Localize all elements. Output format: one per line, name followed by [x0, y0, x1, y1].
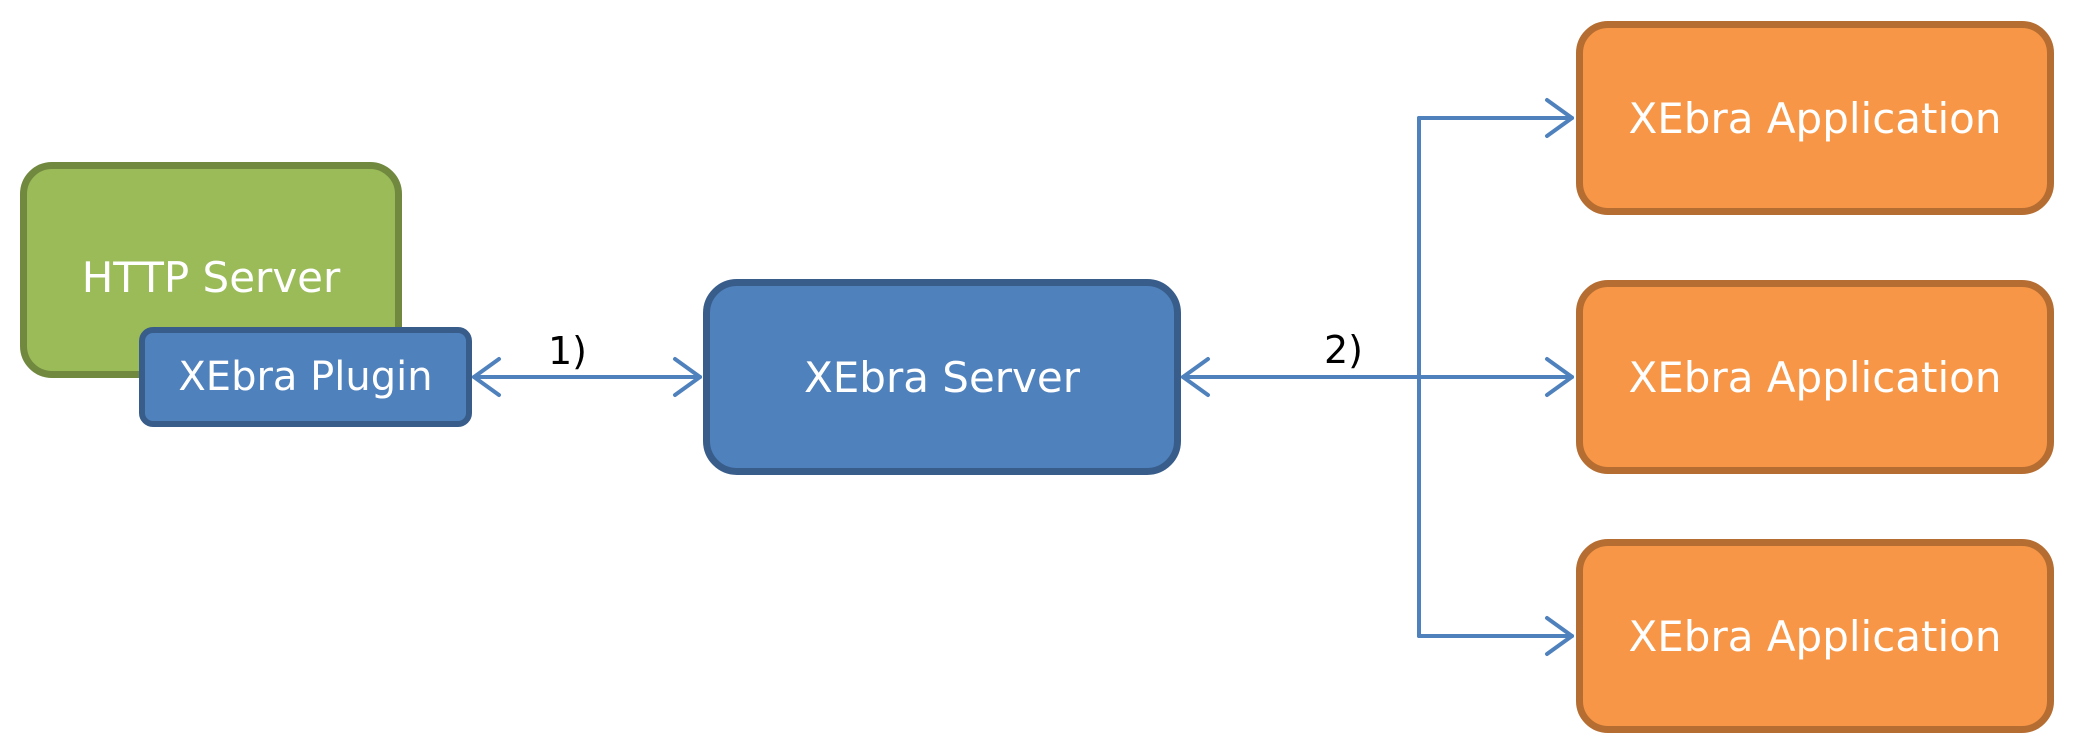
server-side-arrowhead-left — [673, 357, 702, 397]
connection-label-1: 1) — [548, 329, 588, 373]
application-arrowhead-top — [1545, 98, 1574, 138]
xebra-server-label: XEbra Server — [803, 352, 1081, 402]
xebra-application-label-top: XEbra Application — [1628, 93, 2002, 143]
plugin-side-arrowhead — [472, 357, 501, 397]
xebra-plugin-box: XEbra Plugin — [139, 327, 472, 427]
application-arrowhead-bottom — [1545, 616, 1574, 656]
application-arrowhead-middle — [1545, 357, 1574, 397]
xebra-plugin-label: XEbra Plugin — [178, 354, 433, 400]
xebra-application-box-top: XEbra Application — [1576, 21, 2054, 215]
server-side-arrowhead-right — [1181, 357, 1210, 397]
connection-label-2: 2) — [1324, 328, 1364, 372]
xebra-application-label-bottom: XEbra Application — [1628, 611, 2002, 661]
xebra-application-box-bottom: XEbra Application — [1576, 539, 2054, 733]
http-server-label: HTTP Server — [81, 253, 341, 302]
xebra-server-box: XEbra Server — [703, 279, 1181, 475]
xebra-application-box-middle: XEbra Application — [1576, 280, 2054, 474]
xebra-application-label-middle: XEbra Application — [1628, 352, 2002, 402]
